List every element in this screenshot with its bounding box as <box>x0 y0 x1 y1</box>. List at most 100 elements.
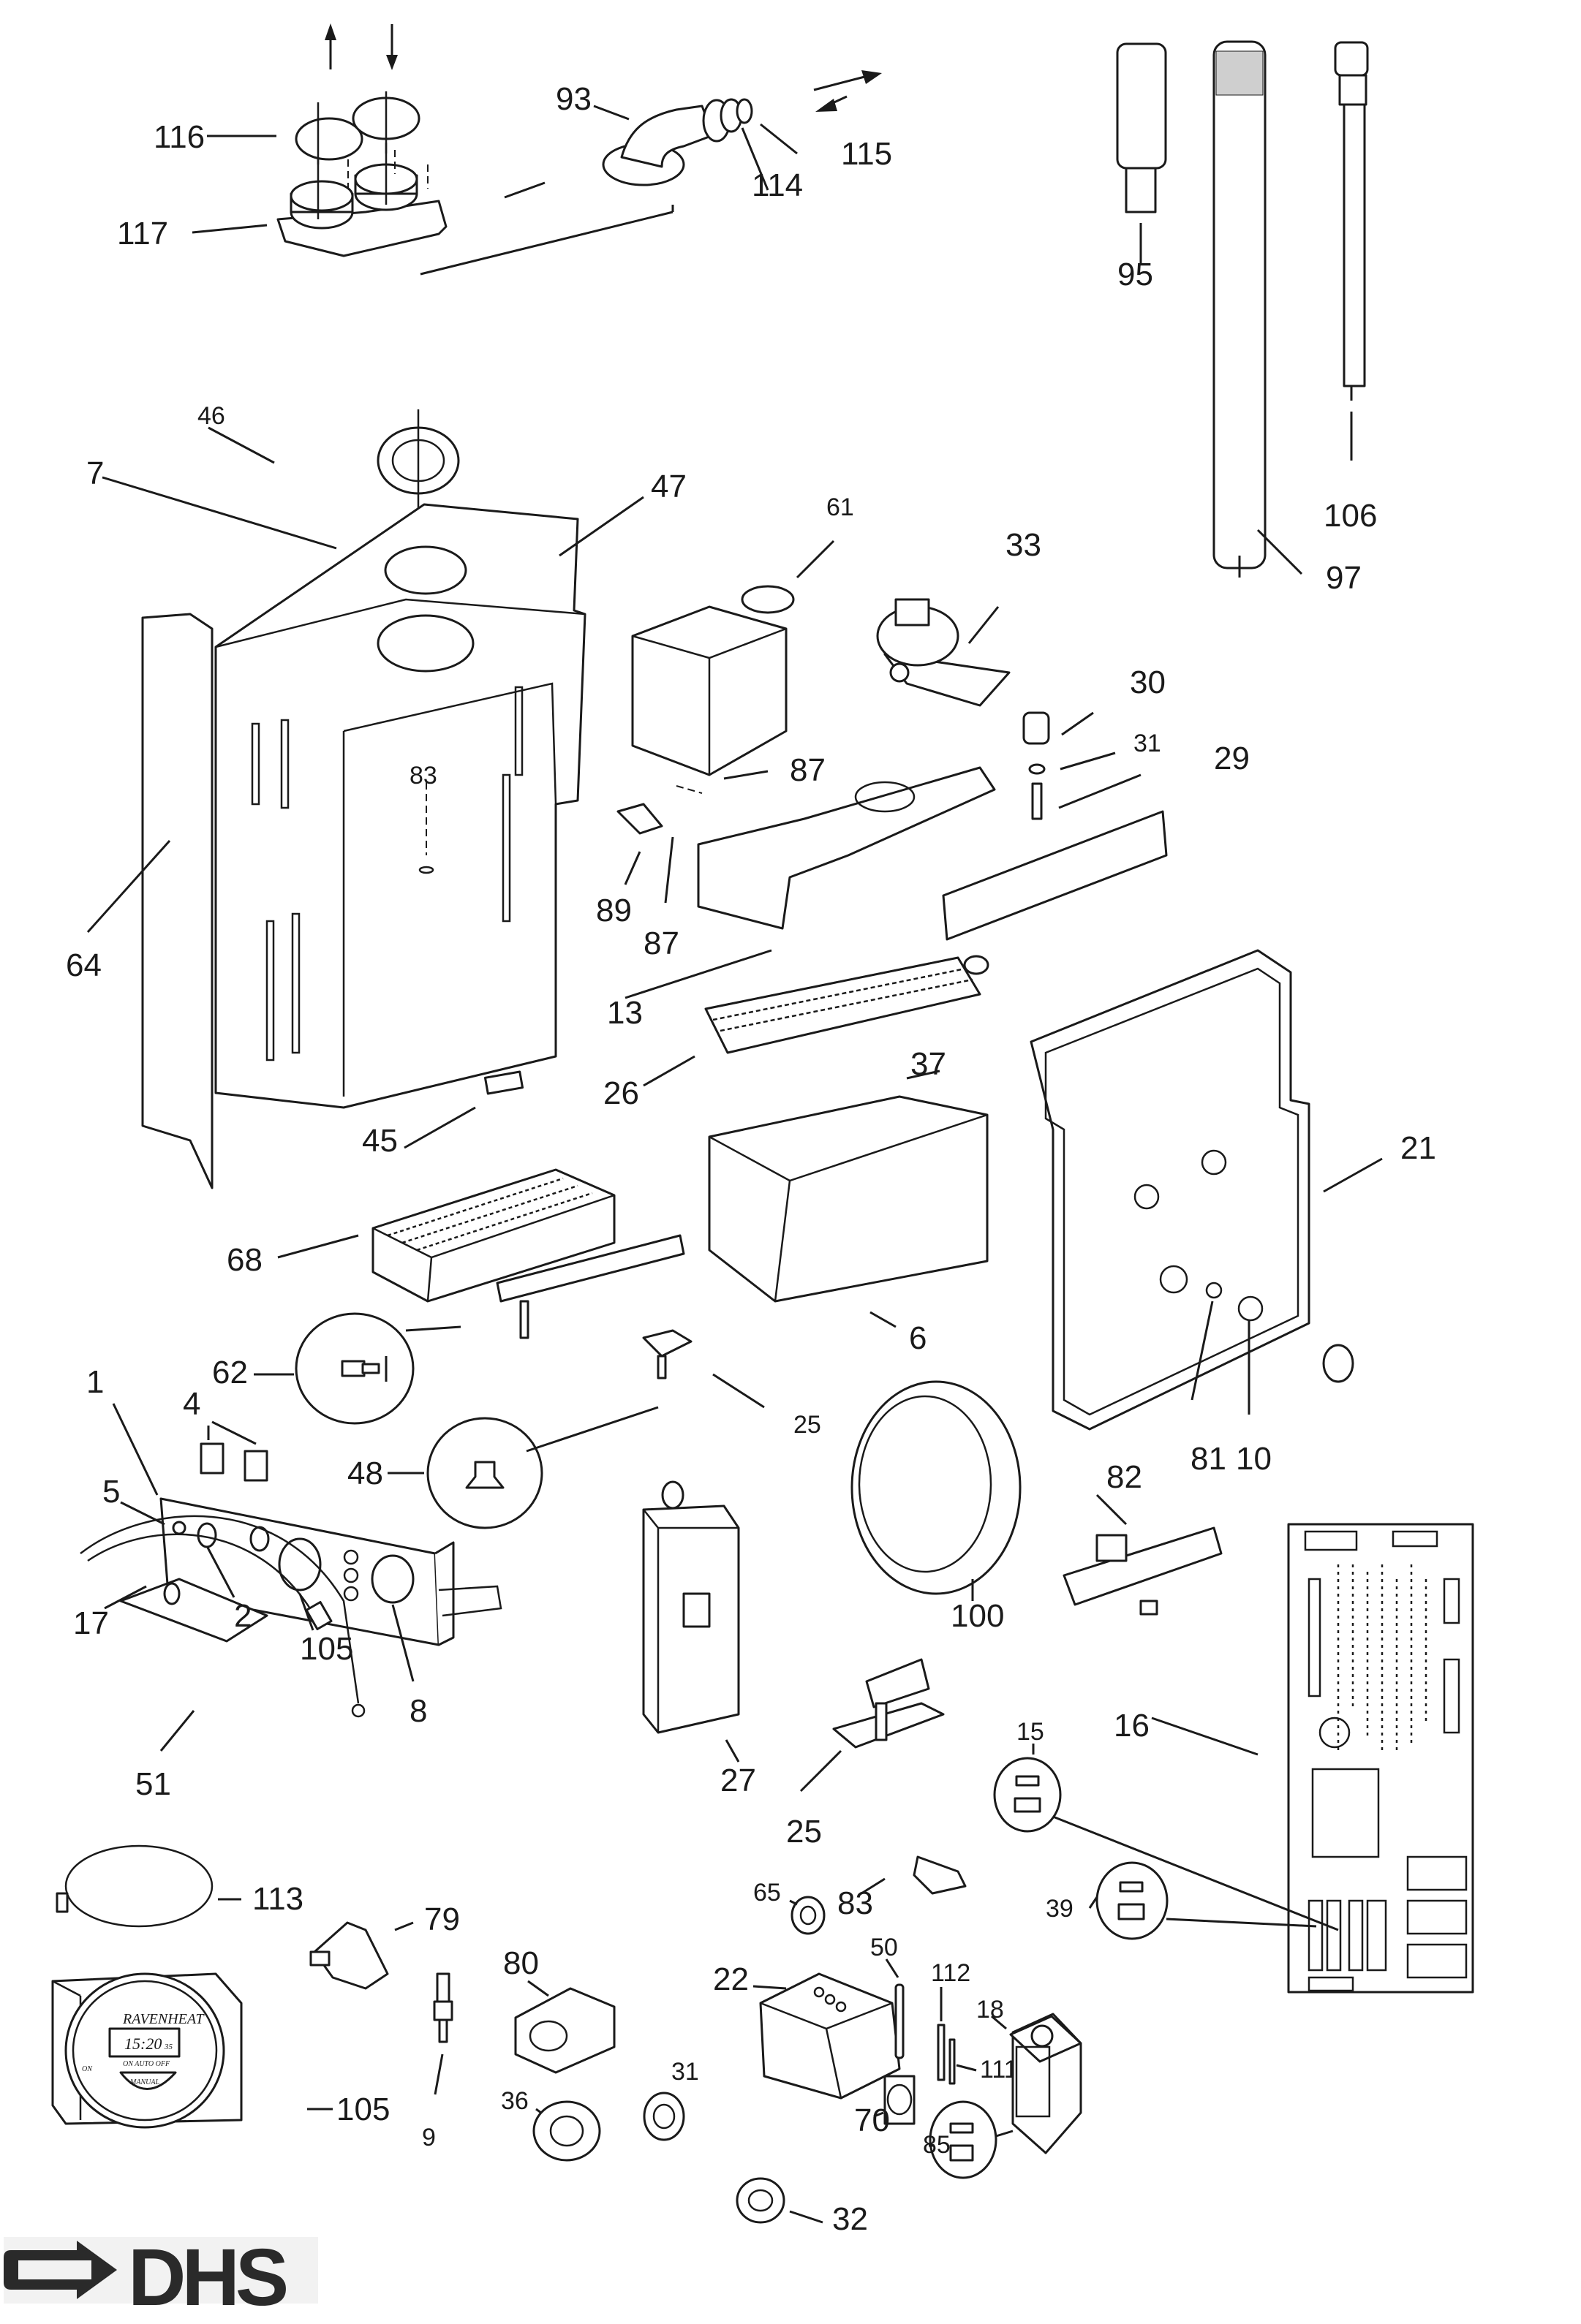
label-31a: 31 <box>1133 730 1161 757</box>
part-105-digital-timer: RAVENHEAT 15:20 35 ON AUTO OFF ON MANUAL <box>51 1972 243 2129</box>
leader-7 <box>102 476 337 550</box>
leader-32 <box>789 2210 823 2224</box>
part-80-pump <box>514 1987 616 2074</box>
part-46-gasket <box>377 409 460 508</box>
label-113: 113 <box>252 1881 303 1917</box>
label-26: 26 <box>603 1075 639 1111</box>
label-87a: 87 <box>790 752 826 788</box>
leader-6 <box>869 1311 897 1328</box>
label-21: 21 <box>1400 1130 1436 1166</box>
leader-29 <box>1058 773 1142 809</box>
part-111-electrode <box>948 2038 956 2085</box>
label-61: 61 <box>826 493 854 521</box>
timer-seconds: 35 <box>164 2043 173 2051</box>
label-32: 32 <box>832 2201 868 2237</box>
label-70: 70 <box>854 2102 890 2138</box>
leader-115 <box>760 123 798 155</box>
part-61-fan-housing <box>631 585 795 776</box>
part-117-twin-flue-adaptor <box>276 143 448 257</box>
connector-line <box>420 211 673 276</box>
leader-82 <box>1095 1494 1128 1526</box>
part-48-pilot-injector <box>426 1406 659 1529</box>
label-25a: 25 <box>793 1411 821 1439</box>
leader-22 <box>752 1985 787 1990</box>
label-17: 17 <box>73 1605 109 1641</box>
timer-display: 15:20 <box>124 2035 162 2053</box>
leader-64 <box>86 839 171 934</box>
label-18: 18 <box>976 1996 1004 2024</box>
label-87b: 87 <box>644 926 679 961</box>
label-97: 97 <box>1326 560 1362 596</box>
part-31-o-ring <box>1028 763 1046 775</box>
arrow-logo-icon <box>4 2241 117 2299</box>
leader-16 <box>1151 1716 1259 1756</box>
leader-117 <box>192 224 268 234</box>
leader-93 <box>593 105 630 121</box>
leader-83b <box>861 1877 886 1895</box>
leader-97 <box>1256 529 1303 575</box>
part-112-electrode <box>937 2024 946 2081</box>
label-16: 16 <box>1114 1708 1150 1744</box>
leader-87b <box>664 836 674 904</box>
part-4-switches <box>200 1442 268 1482</box>
label-100: 100 <box>951 1598 1004 1634</box>
leader-61 <box>796 540 835 579</box>
leader-39 <box>1088 1896 1098 1909</box>
dhs-logo: DHS <box>4 2233 318 2323</box>
label-22: 22 <box>713 1961 749 1997</box>
leader-87a <box>723 770 769 780</box>
label-105a: 105 <box>300 1631 353 1667</box>
label-27: 27 <box>720 1763 756 1798</box>
leader-36 <box>535 2108 542 2114</box>
label-9: 9 <box>422 2124 436 2151</box>
part-97-flue-terminal-long <box>1212 40 1267 578</box>
screw-line <box>676 785 703 794</box>
label-10: 10 <box>1236 1441 1272 1477</box>
part-45-sight-glass <box>483 1070 524 1095</box>
part-30-cap <box>1022 711 1050 745</box>
part-25-pilot-burner <box>832 1658 945 1749</box>
label-111: 111 <box>980 2056 1018 2083</box>
leader-2 <box>205 1545 235 1598</box>
label-33: 33 <box>1005 527 1041 563</box>
leader-46 <box>208 426 275 464</box>
part-33-fan <box>876 598 1011 707</box>
arrow-down-icon <box>386 24 398 70</box>
label-5: 5 <box>102 1474 120 1510</box>
part-15-fuse <box>993 1757 1339 1931</box>
part-31-washer <box>643 2092 685 2141</box>
leader-33 <box>967 606 1000 644</box>
label-116: 116 <box>154 119 205 155</box>
part-65-washer <box>791 1896 826 1935</box>
part-9-thermistor <box>433 1972 453 2043</box>
leader-30 <box>1061 711 1094 736</box>
part-31-pin <box>1031 782 1043 820</box>
leader-89 <box>624 851 641 885</box>
part-93-flue-elbow <box>602 98 753 186</box>
label-51: 51 <box>135 1766 171 1802</box>
part-25-pilot-assembly <box>642 1329 693 1379</box>
label-115: 115 <box>841 136 892 172</box>
part-21-rear-panel <box>1030 949 1354 1431</box>
part-27-plate-heat-exchanger <box>642 1480 740 1734</box>
label-48: 48 <box>347 1456 383 1491</box>
part-68-burner <box>371 1168 616 1303</box>
part-62-injector <box>295 1312 461 1425</box>
leader-17 <box>104 1585 147 1610</box>
label-93: 93 <box>556 81 592 117</box>
leader-26 <box>643 1055 695 1087</box>
leader-80 <box>527 1980 549 1997</box>
part-manifold-bar <box>496 1234 685 1339</box>
label-105b: 105 <box>336 2092 390 2127</box>
label-106: 106 <box>1324 498 1377 534</box>
arrow-in-icon <box>815 95 848 112</box>
part-13-hood <box>697 766 996 930</box>
leader-79 <box>394 1921 414 1931</box>
part-50-electrode <box>894 1983 905 2059</box>
part-1-control-panel <box>119 1497 502 1646</box>
arrow-out-icon <box>813 70 882 91</box>
part-89-thermostat <box>616 803 663 835</box>
part-37-combustion-chamber <box>708 1095 989 1303</box>
leader-37 <box>906 1070 940 1080</box>
part-70-gasket <box>883 2075 916 2125</box>
